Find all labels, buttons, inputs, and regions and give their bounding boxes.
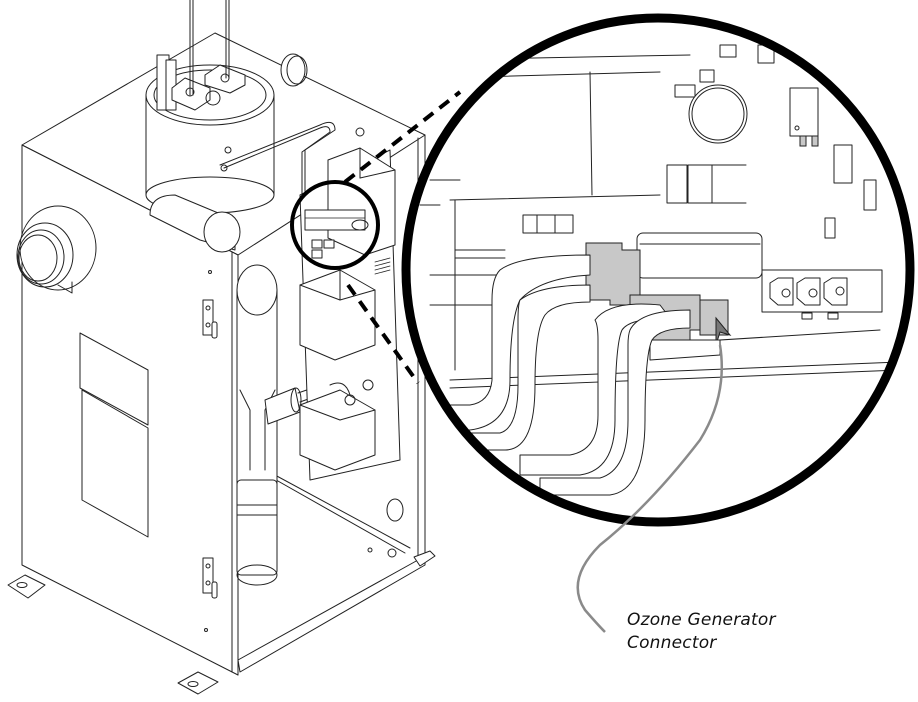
callout-leader-line [576, 344, 723, 633]
detail-circle-source [290, 180, 380, 270]
connector-pointer-arrow [715, 316, 732, 346]
label-plate-top [79, 332, 149, 426]
ozone-module-lower [299, 389, 376, 471]
label-plate-bottom [81, 389, 149, 538]
venturi-tube [149, 194, 334, 586]
control-box [327, 147, 396, 256]
callout-label-ozone-generator-connector: Ozone Generator Connector [627, 609, 776, 655]
foot-right [413, 550, 436, 567]
relay-block [636, 232, 763, 279]
callout-label-line-1: Ozone Generator [627, 610, 776, 630]
source-circle [290, 180, 380, 270]
magnified-board [419, 44, 901, 496]
wire-harness [419, 254, 691, 496]
back-panel-components [299, 147, 401, 481]
magnification-lines [343, 90, 462, 385]
detail-magnified [401, 13, 915, 527]
callout-label-line-2: Connector [627, 633, 717, 653]
inlet-port [16, 205, 97, 294]
hinge-bottom [202, 557, 214, 594]
hinge-top [202, 299, 214, 336]
reactor-cylinder [145, 0, 365, 214]
detail-circle-border [401, 13, 915, 527]
ozone-module-upper [299, 269, 376, 361]
source-detail-content [304, 209, 369, 259]
